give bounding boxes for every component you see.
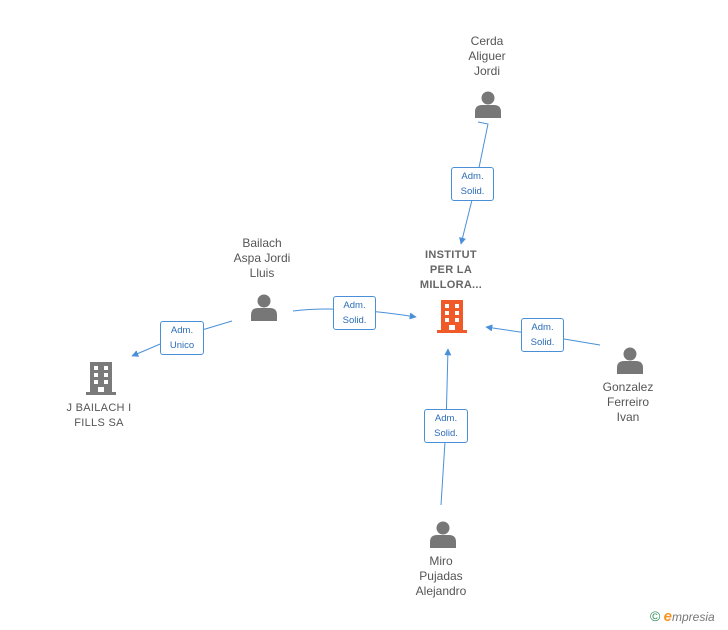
edge-badge-line: Solid. (434, 428, 458, 439)
edge-badge-bailach-institut: Adm. Solid. (333, 296, 376, 330)
edge-badge-bailach-jbailach: Adm. Unico (160, 321, 204, 355)
person-icon[interactable] (251, 294, 277, 322)
copyright-icon: © (650, 608, 661, 624)
node-label-line: INSTITUT (425, 249, 477, 261)
node-label-line: Ivan (616, 410, 640, 424)
node-label-line: Pujadas (419, 569, 463, 583)
footer-brand[interactable]: © empresia (650, 608, 715, 625)
person-icon[interactable] (430, 521, 456, 549)
node-label-line: FILLS SA (74, 417, 124, 429)
node-label-institut[interactable]: INSTITUT PER LA MILLORA... (420, 248, 482, 293)
edge-badge-line: Solid. (530, 337, 555, 348)
node-label-line: Bailach (242, 236, 282, 250)
edge-badge-line: Adm. (170, 325, 194, 336)
edge-badge-line: Solid. (342, 315, 367, 326)
person-icon[interactable] (475, 91, 501, 119)
edge-badge-line: Unico (169, 340, 195, 351)
node-label-gonzalez[interactable]: Gonzalez Ferreiro Ivan (603, 380, 654, 425)
node-label-line: Miro (429, 554, 453, 568)
brand-logo-text: mpresia (672, 610, 715, 624)
building-icon[interactable] (86, 362, 116, 395)
node-label-miro[interactable]: Miro Pujadas Alejandro (416, 554, 467, 599)
node-label-line: Alejandro (415, 584, 467, 598)
node-label-line: Jordi (473, 64, 501, 78)
edge-badge-line: Solid. (460, 186, 485, 197)
node-label-jbailach[interactable]: J BAILACH I FILLS SA (66, 401, 131, 431)
node-label-line: Aliguer (468, 49, 506, 63)
node-label-line: Ferreiro (606, 395, 650, 409)
node-label-line: Aspa Jordi (233, 251, 291, 265)
node-label-line: Gonzalez (602, 380, 654, 394)
edge-badge-miro-institut: Adm. Solid. (424, 409, 468, 443)
node-label-line: Lluis (249, 266, 275, 280)
edge-badge-line: Adm. (434, 413, 458, 424)
edge-badge-cerda-institut: Adm. Solid. (451, 167, 494, 201)
building-icon[interactable] (437, 300, 467, 333)
edge-badge-gonzalez-institut: Adm. Solid. (521, 318, 564, 352)
person-icon[interactable] (617, 347, 643, 375)
edge-cerda-institut (459, 121, 489, 245)
node-label-cerda[interactable]: Cerda Aliguer Jordi (468, 34, 505, 79)
node-label-line: MILLORA... (419, 279, 483, 291)
edge-badge-line: Adm. (531, 322, 554, 333)
edge-badge-line: Adm. (343, 300, 366, 311)
node-label-line: J BAILACH I (66, 402, 132, 414)
node-label-line: Cerda (470, 34, 504, 48)
edge-badge-line: Adm. (461, 171, 484, 182)
brand-logo-initial: e (663, 608, 673, 625)
node-label-bailach[interactable]: Bailach Aspa Jordi Lluis (234, 236, 291, 281)
node-label-line: PER LA (429, 264, 473, 276)
